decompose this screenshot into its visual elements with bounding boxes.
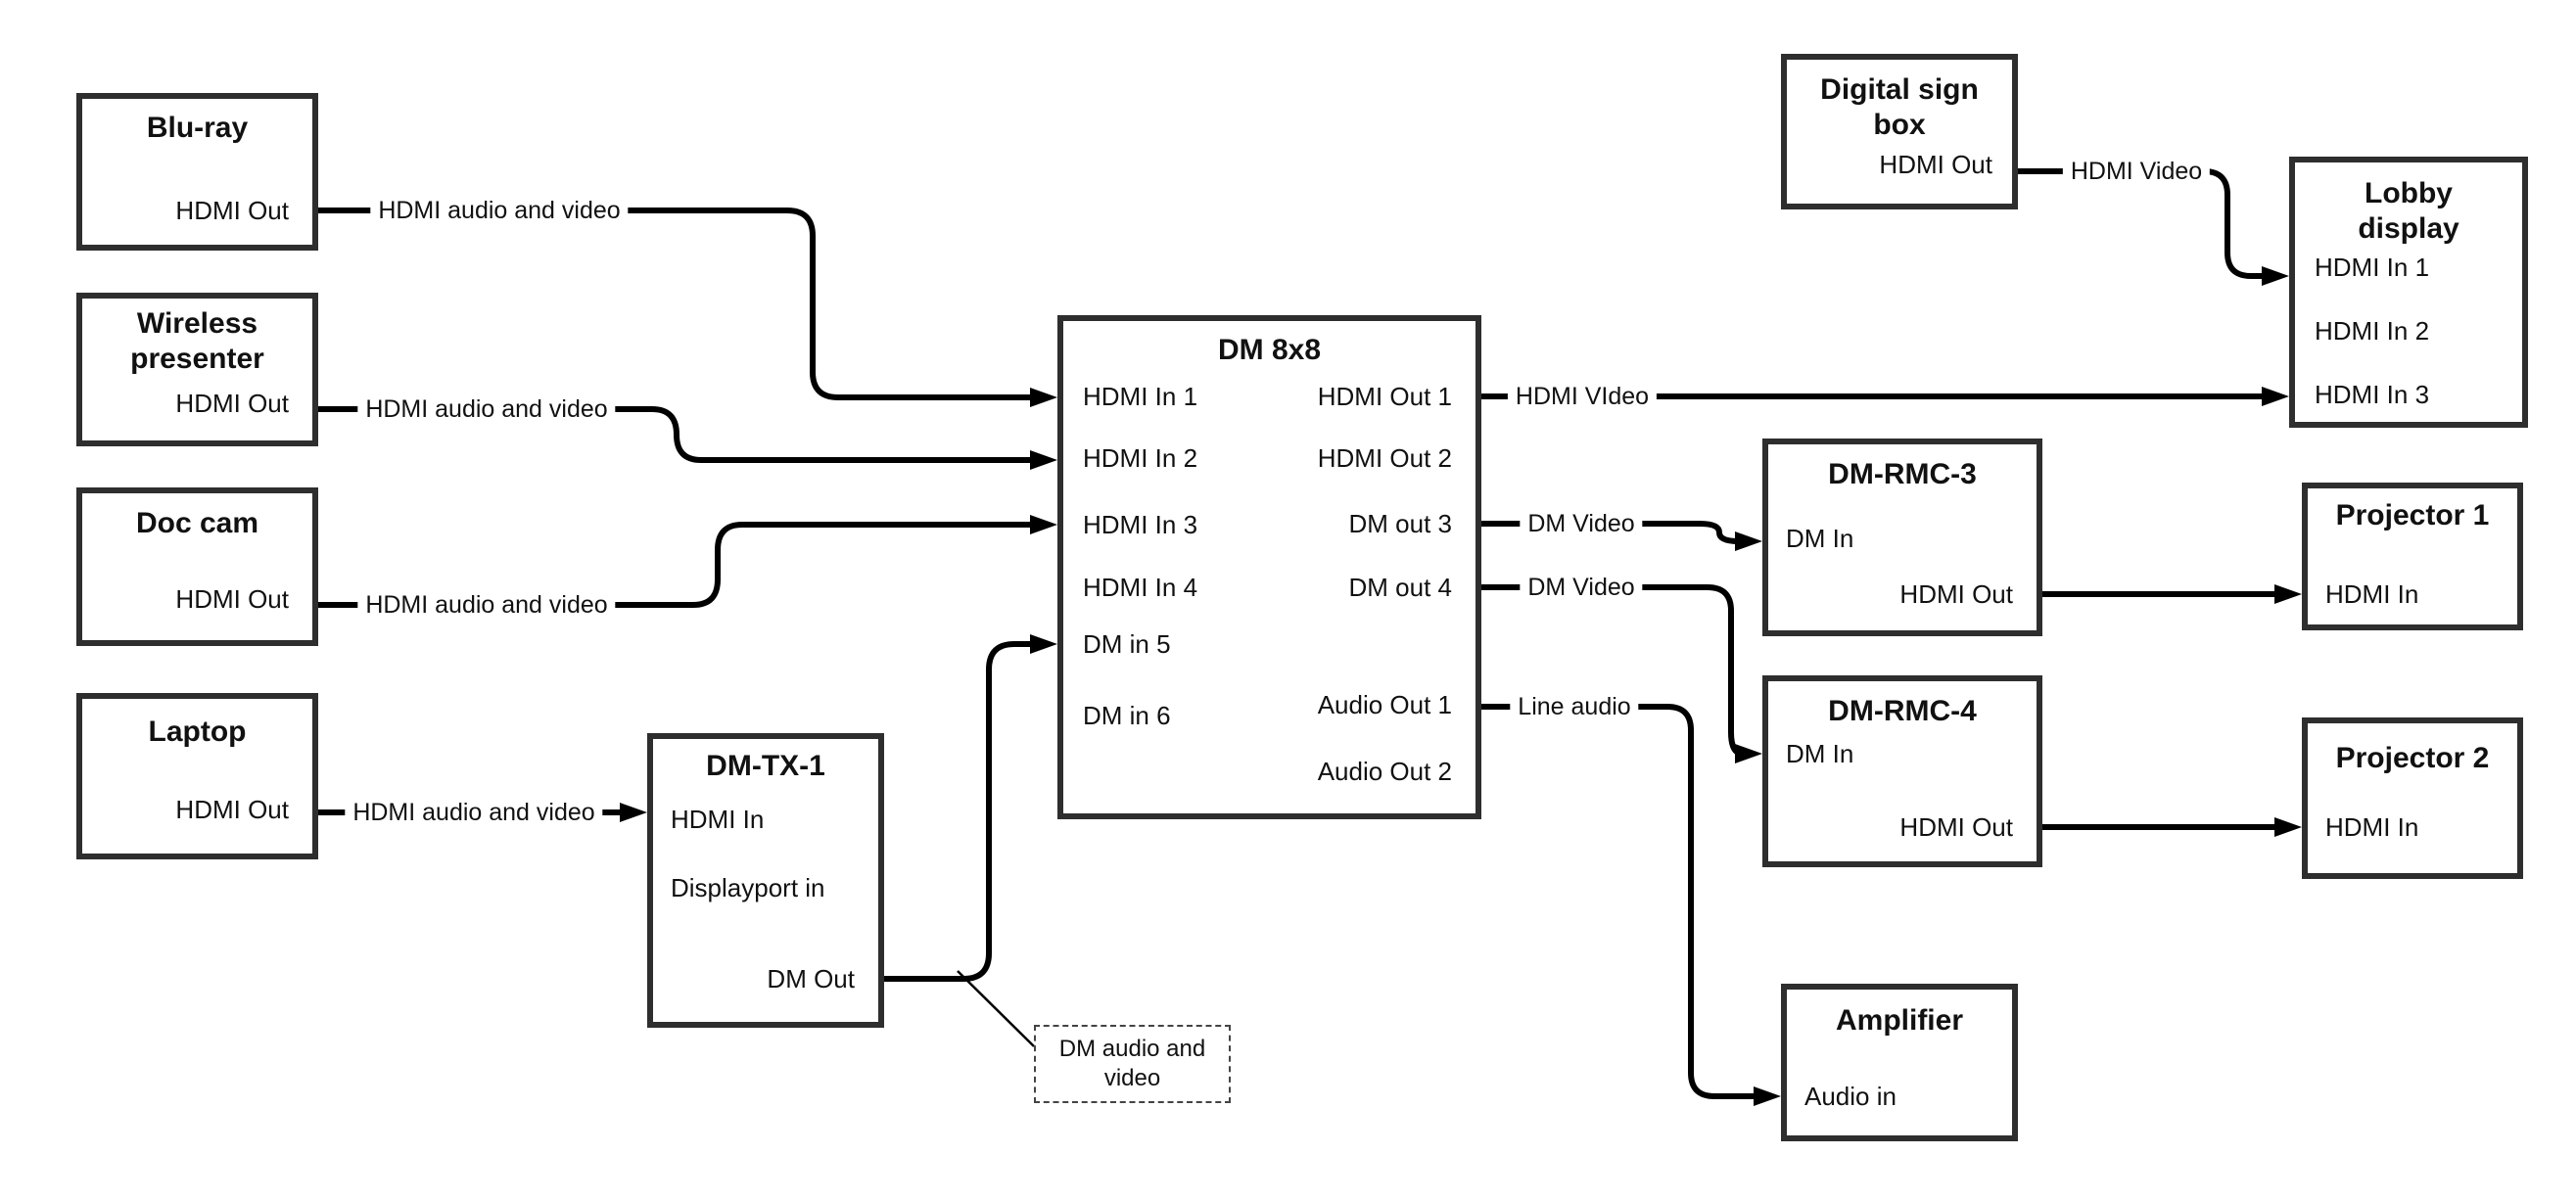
- arrowhead: [2262, 266, 2289, 286]
- port-dm-out-4: DM out 4: [1348, 573, 1453, 602]
- arrowhead: [1030, 388, 1057, 407]
- port-hdmi-out: HDMI Out: [175, 584, 289, 614]
- wire-wireless-to-hdmi-in-2: [318, 406, 1032, 463]
- edge-label-hdmi-video: HDMI VIdeo: [1507, 382, 1658, 411]
- edge-label-hdmi-audio-video: HDMI audio and video: [370, 196, 629, 225]
- port-dm-in-6: DM in 6: [1083, 701, 1171, 730]
- node-dm-rmc-3: DM-RMC-3 DM In HDMI Out: [1762, 439, 2042, 636]
- arrowhead: [1030, 634, 1057, 654]
- port-hdmi-out: HDMI Out: [175, 795, 289, 824]
- port-hdmi-in: HDMI In: [671, 805, 765, 834]
- port-hdmi-out: HDMI Out: [175, 196, 289, 225]
- port-hdmi-in: HDMI In: [2325, 579, 2419, 609]
- wire-dm-out-3-to-rmc3: [1481, 521, 1740, 544]
- node-title: Projector 2: [2335, 742, 2490, 774]
- edge-label-hdmi-audio-video: HDMI audio and video: [345, 798, 603, 827]
- port-hdmi-out: HDMI Out: [175, 389, 289, 418]
- node-digital-sign-box: Digital sign box HDMI Out: [1781, 54, 2018, 209]
- edge-label-dm-video: DM Video: [1520, 573, 1643, 602]
- arrowhead: [1735, 744, 1762, 763]
- port-hdmi-in-2: HDMI In 2: [1083, 443, 1198, 473]
- arrowhead: [2274, 817, 2302, 837]
- node-laptop: Laptop HDMI Out: [76, 693, 318, 859]
- port-dm-in: DM In: [1786, 739, 1854, 768]
- arrowhead: [1735, 531, 1762, 551]
- node-dm-tx-1: DM-TX-1 HDMI In Displayport in DM Out: [647, 733, 884, 1028]
- note-dm-audio-and-video: DM audio and video: [1034, 1025, 1231, 1103]
- node-title: Amplifier: [1835, 1004, 1964, 1037]
- arrowhead: [620, 803, 647, 822]
- port-hdmi-out: HDMI Out: [1879, 150, 1992, 179]
- arrowhead: [2262, 387, 2289, 406]
- node-title: DM-RMC-3: [1828, 458, 1977, 490]
- wire-audio-out-1-to-amp: [1481, 704, 1756, 1099]
- node-dm-rmc-4: DM-RMC-4 DM In HDMI Out: [1762, 675, 2042, 867]
- port-hdmi-in-1: HDMI In 1: [1083, 382, 1198, 411]
- port-hdmi-in-3: HDMI In 3: [1083, 510, 1198, 539]
- wire-sign-to-lobby-in-1: [2018, 168, 2264, 279]
- port-hdmi-out-1: HDMI Out 1: [1317, 382, 1452, 411]
- port-audio-in: Audio in: [1804, 1082, 1897, 1111]
- port-dm-in: DM In: [1786, 524, 1854, 553]
- node-wireless-presenter: Wireless presenter HDMI Out: [76, 293, 318, 446]
- node-doc-cam: Doc cam HDMI Out: [76, 487, 318, 646]
- port-hdmi-in: HDMI In: [2325, 812, 2419, 842]
- arrowhead: [1030, 450, 1057, 470]
- port-displayport-in: Displayport in: [671, 873, 825, 902]
- arrowhead: [2274, 584, 2302, 604]
- port-hdmi-out: HDMI Out: [1899, 579, 2013, 609]
- wire-bluray-to-hdmi-in-1: [318, 208, 1032, 400]
- node-title: Lobby display: [2358, 177, 2459, 245]
- port-dm-out-3: DM out 3: [1348, 509, 1453, 538]
- edge-label-line-audio: Line audio: [1510, 692, 1639, 721]
- port-dm-in-5: DM in 5: [1083, 629, 1171, 659]
- node-title: DM-TX-1: [706, 750, 825, 782]
- node-projector-1: Projector 1 HDMI In: [2302, 483, 2523, 630]
- wire-dm-out-4-to-rmc4: [1481, 584, 1744, 757]
- node-title: Wireless presenter: [130, 307, 264, 375]
- port-hdmi-in-1: HDMI In 1: [2315, 253, 2430, 282]
- port-hdmi-out-2: HDMI Out 2: [1317, 443, 1452, 473]
- arrowhead: [1030, 515, 1057, 534]
- node-blu-ray: Blu-ray HDMI Out: [76, 93, 318, 251]
- node-title: DM 8x8: [1217, 334, 1322, 366]
- node-dm-8x8: DM 8x8 HDMI In 1 HDMI In 2 HDMI In 3 HDM…: [1057, 315, 1481, 819]
- node-title: Doc cam: [135, 507, 259, 539]
- wire-tx-dm-out-to-dm-in-5: [884, 641, 1032, 982]
- edge-label-dm-video: DM Video: [1520, 509, 1643, 538]
- port-hdmi-in-3: HDMI In 3: [2315, 380, 2430, 409]
- node-title: Blu-ray: [146, 112, 249, 144]
- node-title: Projector 1: [2335, 499, 2490, 531]
- arrowhead: [1754, 1086, 1781, 1106]
- node-title: Digital sign box: [1820, 73, 1979, 141]
- node-title: DM-RMC-4: [1828, 695, 1977, 727]
- edge-label-hdmi-audio-video: HDMI audio and video: [357, 394, 616, 424]
- node-amplifier: Amplifier Audio in: [1781, 984, 2018, 1141]
- wire-doccam-to-hdmi-in-3: [318, 522, 1032, 608]
- node-lobby-display: Lobby display HDMI In 1 HDMI In 2 HDMI I…: [2289, 157, 2528, 428]
- port-audio-out-2: Audio Out 2: [1317, 757, 1452, 786]
- port-dm-out: DM Out: [767, 964, 855, 993]
- port-hdmi-in-2: HDMI In 2: [2315, 316, 2430, 346]
- port-hdmi-out: HDMI Out: [1899, 812, 2013, 842]
- edge-label-hdmi-audio-video: HDMI audio and video: [357, 590, 616, 620]
- node-projector-2: Projector 2 HDMI In: [2302, 717, 2523, 879]
- port-hdmi-in-4: HDMI In 4: [1083, 573, 1198, 602]
- port-audio-out-1: Audio Out 1: [1317, 690, 1452, 719]
- note-callout-line: [957, 970, 1035, 1047]
- edge-label-hdmi-video: HDMI Video: [2062, 157, 2211, 186]
- node-title: Laptop: [148, 716, 247, 748]
